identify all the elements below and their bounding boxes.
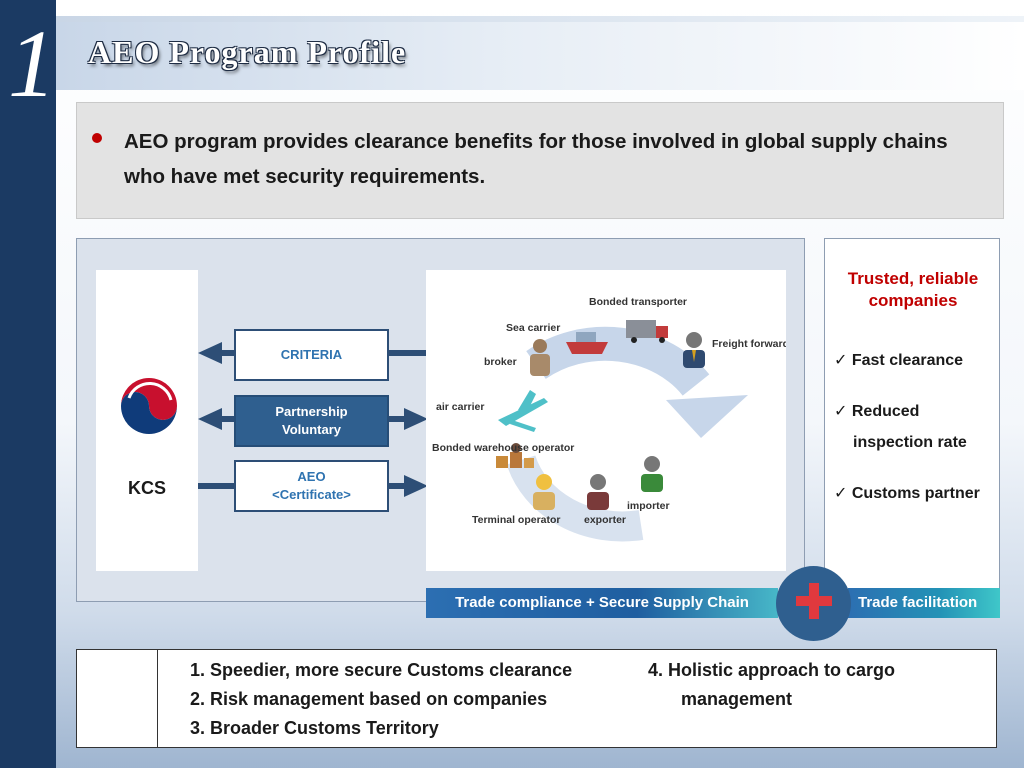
summary-item-4-continued: management xyxy=(681,689,793,709)
certificate-label: <Certificate> xyxy=(272,487,351,502)
benefit-reduced-text: Reduced xyxy=(851,403,920,420)
benefits-title-line2: companies xyxy=(868,291,958,310)
warehouse-boxes-icon xyxy=(496,443,534,468)
partnership-label: Partnership xyxy=(275,404,348,419)
summary-box xyxy=(76,649,997,748)
aeo-certificate-box: AEO <Certificate> xyxy=(234,460,389,512)
importer-person-icon xyxy=(641,456,663,492)
kcs-emblem-icon xyxy=(121,378,177,434)
terminal-operator-label: Terminal operator xyxy=(472,514,561,526)
cycle-arrow-top xyxy=(526,326,710,396)
check-icon: ✓ xyxy=(834,403,848,420)
criteria-label: CRITERIA xyxy=(280,347,343,362)
summary-item-4: 4. Holistic approach to cargo xyxy=(648,660,896,680)
title-band xyxy=(56,22,1024,90)
exporter-label: exporter xyxy=(584,514,627,526)
bonded-warehouse-operator-label: Bonded warehouse operator xyxy=(432,442,575,454)
summary-item-1: 1. Speedier, more secure Customs clearan… xyxy=(190,660,573,680)
partnership-box: Partnership Voluntary xyxy=(234,395,389,447)
benefits-title: Trusted, reliable companies xyxy=(826,268,1000,312)
freight-forwarder-label: Freight forwarder xyxy=(712,338,786,350)
benefit-inspection-rate: inspection rate xyxy=(853,434,967,451)
airplane-icon xyxy=(498,390,548,432)
broker-label: broker xyxy=(484,356,517,368)
summary-item-2: 2. Risk management based on companies xyxy=(190,689,548,709)
trade-compliance-bar: Trade compliance + Secure Supply Chain xyxy=(426,588,778,618)
trade-facilitation-bar: Trade facilitation xyxy=(848,588,1000,618)
kcs-label: KCS xyxy=(127,478,166,498)
benefit-customs-partner-text: Customs partner xyxy=(851,485,980,502)
slide-title: AEO Program Profile xyxy=(88,34,407,70)
exporter-person-icon xyxy=(587,474,609,510)
left-sidebar-bar xyxy=(0,0,56,768)
voluntary-label: Voluntary xyxy=(282,422,341,437)
check-icon: ✓ xyxy=(834,352,848,369)
criteria-box: CRITERIA xyxy=(234,329,389,381)
truck-icon xyxy=(626,320,668,343)
bullet-icon xyxy=(92,133,102,143)
summary-item-3: 3. Broader Customs Territory xyxy=(190,718,439,738)
benefit-fast-clearance-text: Fast clearance xyxy=(851,352,964,369)
benefit-fast-clearance: ✓ Fast clearance xyxy=(834,345,963,376)
summary-left-cell xyxy=(76,649,158,748)
bonded-transporter-label: Bonded transporter xyxy=(589,296,688,308)
header-stripe xyxy=(56,16,1024,22)
plus-icon xyxy=(796,583,832,619)
check-icon: ✓ xyxy=(834,485,848,502)
air-carrier-label: air carrier xyxy=(436,401,485,413)
plus-circle xyxy=(776,566,851,641)
cycle-arrow-head xyxy=(666,395,748,438)
benefits-panel xyxy=(824,238,1000,602)
benefit-reduced: ✓ Reduced xyxy=(834,396,919,427)
intro-box xyxy=(76,102,1004,219)
slide-number: 1 xyxy=(8,10,56,117)
supply-chain-box: Bonded transporter Sea carrier Freight f… xyxy=(426,270,786,571)
benefit-customs-partner: ✓ Customs partner xyxy=(834,478,980,509)
supply-cycle-graphic xyxy=(496,320,748,542)
ship-icon xyxy=(566,332,608,354)
benefits-title-line1: Trusted, reliable xyxy=(847,269,979,288)
sea-carrier-label: Sea carrier xyxy=(506,322,561,334)
terminal-operator-icon xyxy=(533,474,555,510)
cycle-arrow-bottom xyxy=(506,454,644,542)
intro-text: AEO program provides clearance benefits … xyxy=(124,130,948,188)
aeo-label: AEO xyxy=(297,469,326,484)
broker-person-icon xyxy=(530,339,550,376)
importer-label: importer xyxy=(627,500,670,512)
freight-forwarder-person-icon xyxy=(683,332,705,368)
